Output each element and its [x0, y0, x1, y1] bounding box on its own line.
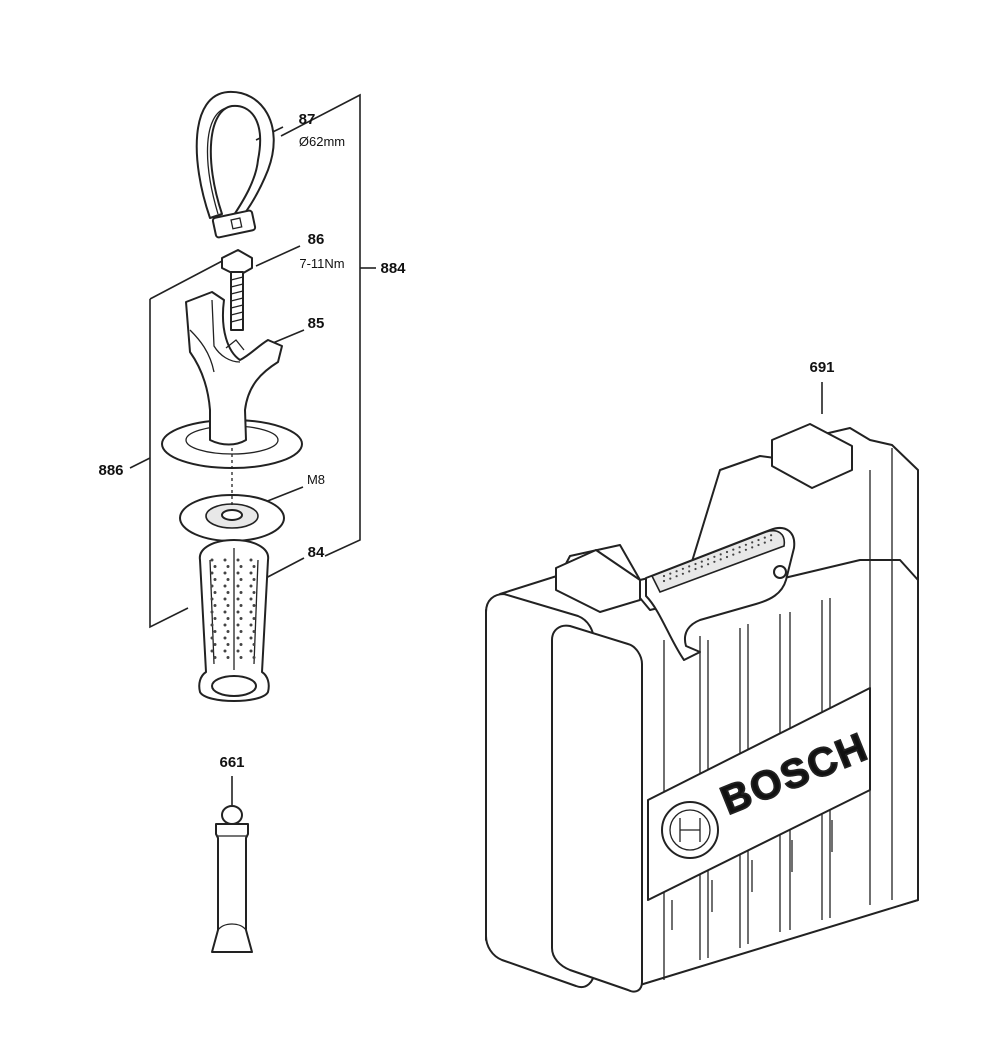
grease-tube-part-661[interactable] — [211, 776, 253, 953]
label-691: 691 — [809, 359, 834, 376]
label-86: 86 — [308, 231, 325, 248]
label-m8: M8 — [307, 472, 325, 487]
grip-part-84[interactable] — [198, 539, 270, 702]
label-87-diameter: Ø62mm — [299, 134, 345, 149]
label-84: 84 — [308, 544, 325, 561]
assembly-bracket-884 — [280, 93, 376, 557]
depth-strap-part-87[interactable] — [195, 90, 275, 239]
label-85: 85 — [308, 315, 325, 332]
label-87: 87 — [299, 111, 316, 128]
assembly-bracket-886 — [129, 258, 227, 629]
handle-clamp-part-85[interactable] — [161, 291, 303, 469]
carrying-case-part-691[interactable]: BOSCH — [485, 382, 919, 993]
m8-washer[interactable] — [179, 448, 285, 542]
leader-84 — [261, 557, 305, 581]
label-884: 884 — [380, 260, 406, 277]
bolt-part-86[interactable] — [221, 249, 253, 331]
leader-86 — [255, 245, 301, 267]
label-886: 886 — [98, 462, 123, 479]
label-661: 661 — [219, 754, 244, 771]
label-86-torque: 7-11Nm — [299, 256, 344, 271]
